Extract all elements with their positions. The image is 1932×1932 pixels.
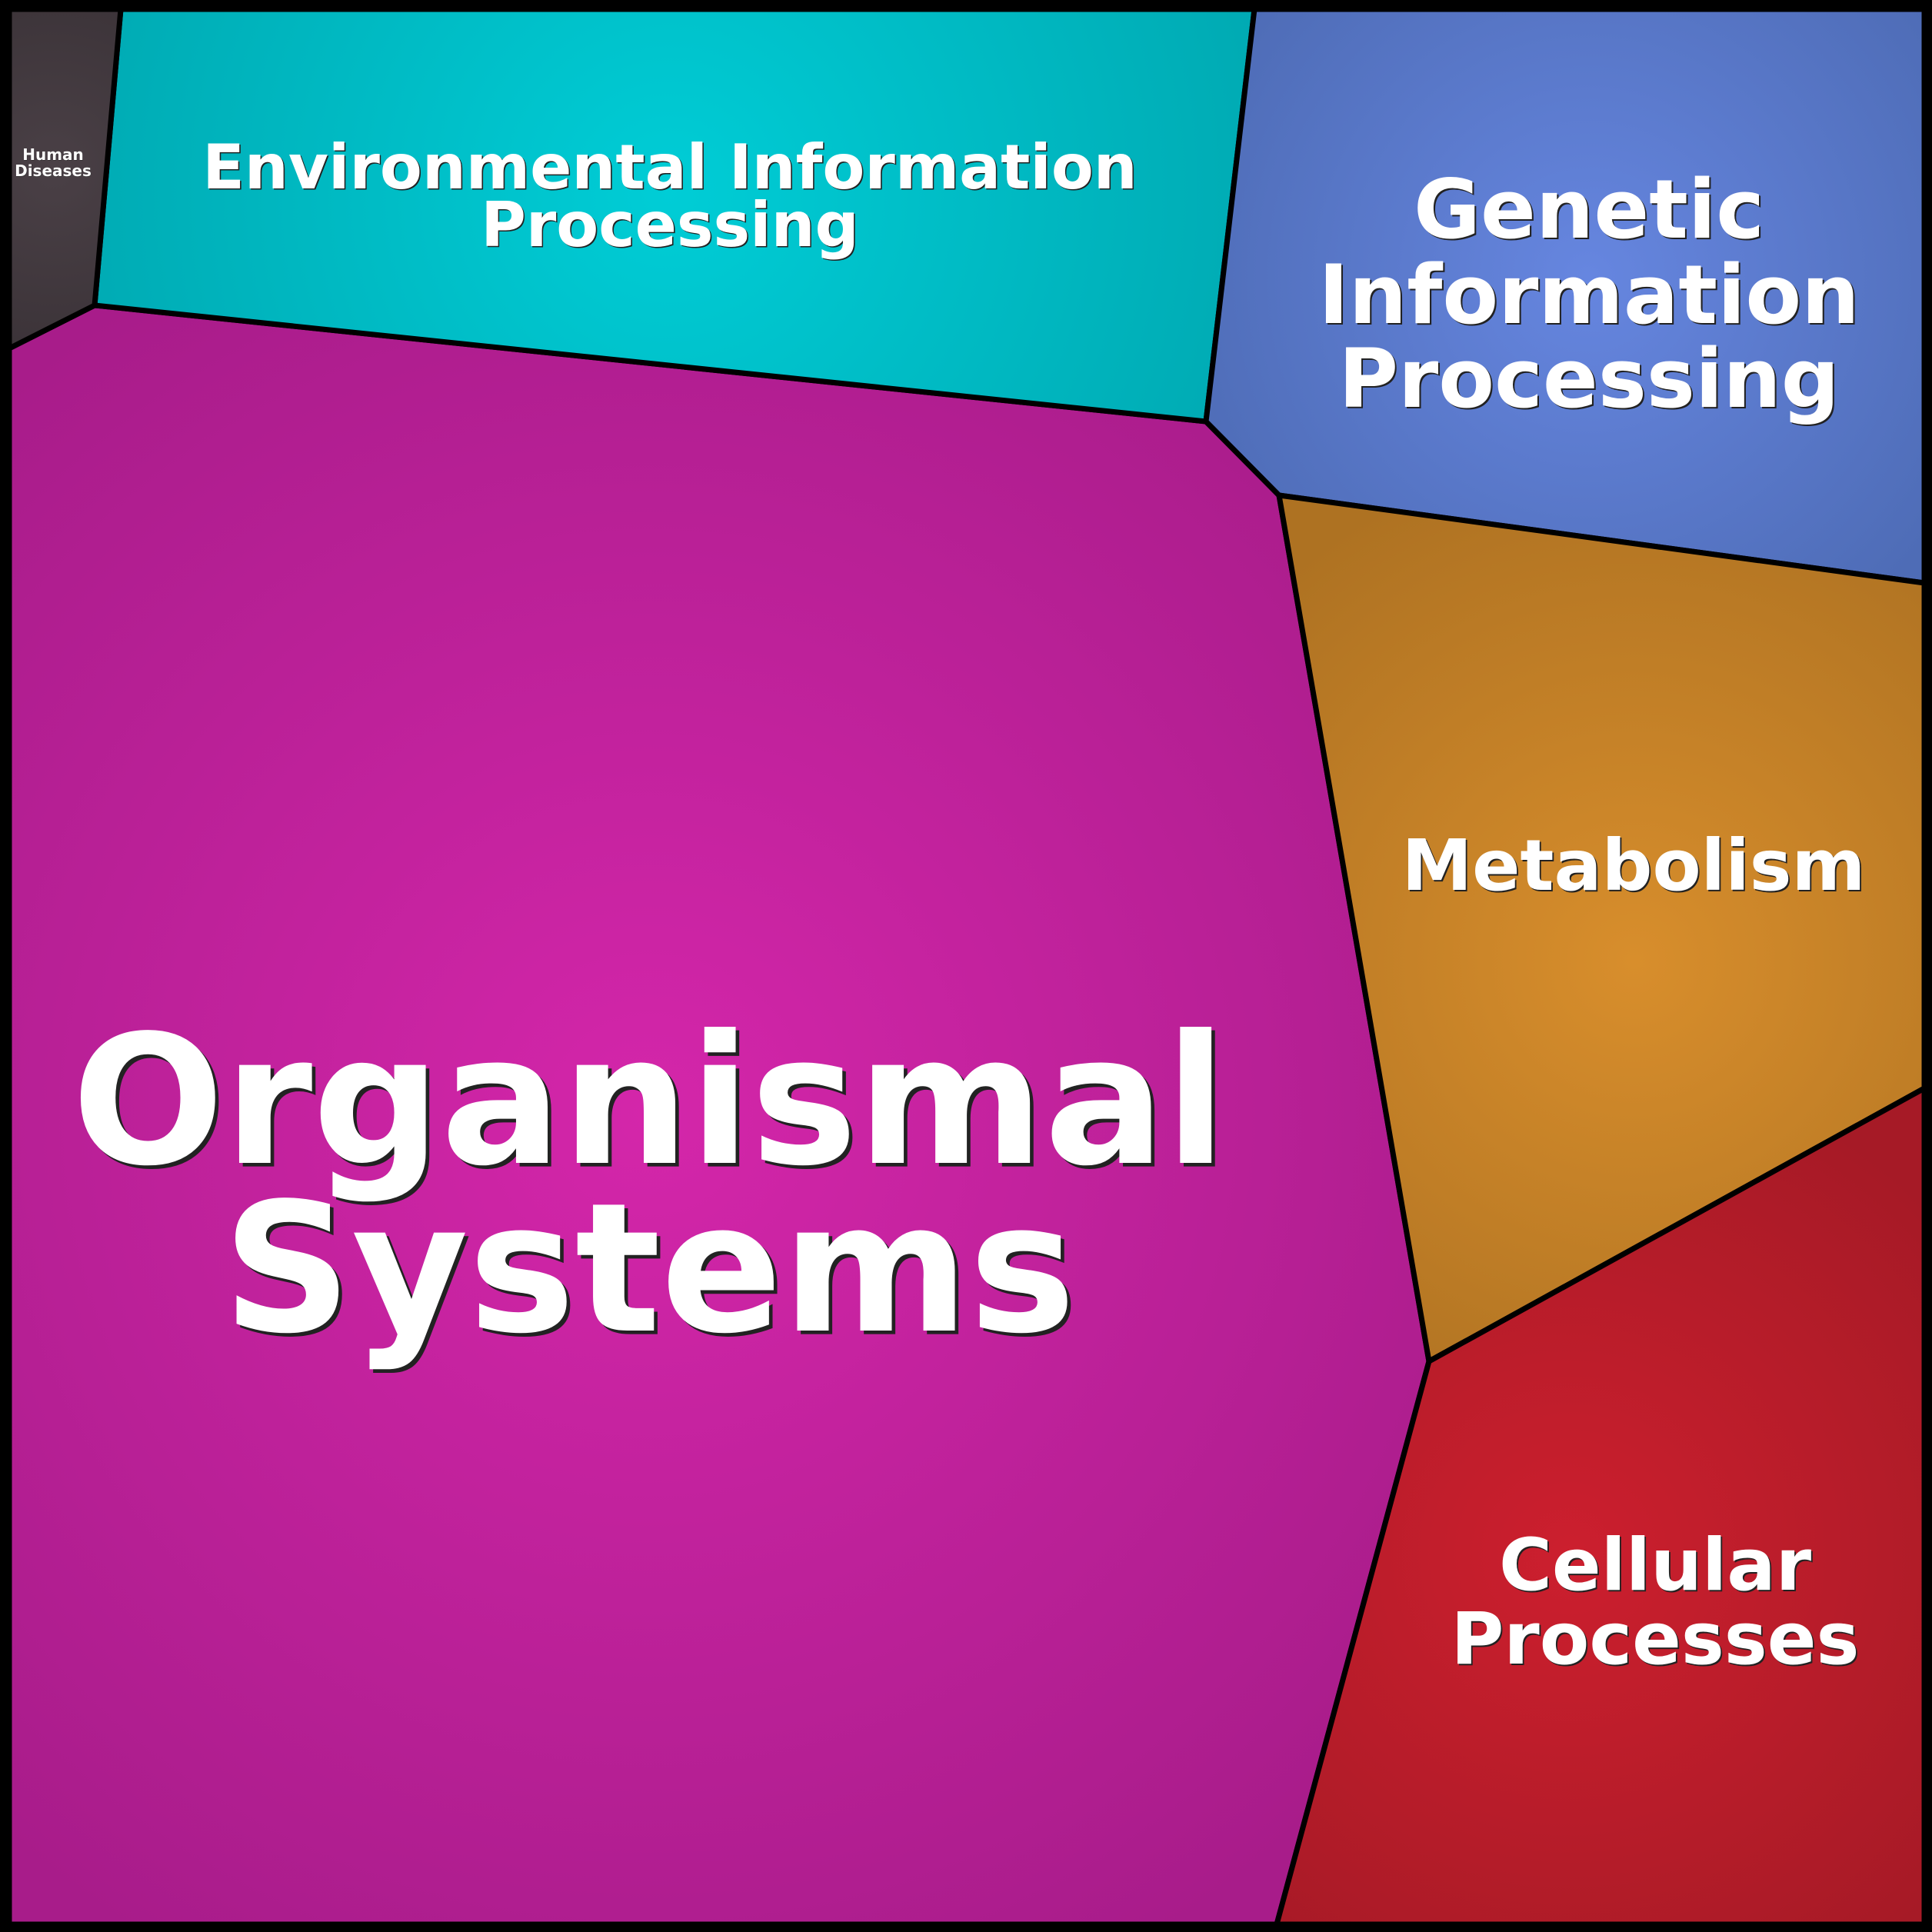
cell-label-shadow: Human	[23, 145, 85, 164]
cell-label-shadow: Organismal	[75, 1001, 1230, 1209]
cell-label-organismal: Systems	[222, 1164, 1075, 1373]
cell-label-metabolism: Metabolism	[1402, 824, 1866, 907]
cell-label-shadow: Genetic	[1415, 164, 1766, 258]
cell-label-organismal: Organismal	[72, 997, 1226, 1205]
cell-label-genetic: Information	[1318, 248, 1859, 342]
cell-label-shadow: Metabolism	[1403, 826, 1867, 908]
cell-label-shadow: Processing	[1340, 333, 1840, 428]
cell-label-shadow: Environmental Information	[204, 133, 1138, 205]
cell-label-cellular: Cellular	[1499, 1524, 1812, 1607]
cell-label-cellular: Processes	[1451, 1597, 1860, 1681]
cell-label-genetic: Processing	[1338, 331, 1839, 426]
cell-label-shadow: Systems	[226, 1168, 1079, 1377]
cell-label-human: Human	[22, 145, 84, 164]
cell-label-genetic: Genetic	[1414, 162, 1764, 257]
cell-label-human: Diseases	[15, 162, 92, 180]
cell-label-shadow: Information	[1320, 249, 1860, 344]
cell-label-shadow: Processes	[1452, 1599, 1860, 1683]
cell-label-environmental: Processing	[481, 189, 859, 261]
cell-label-shadow: Processing	[482, 191, 861, 262]
cell-label-shadow: Cellular	[1501, 1525, 1814, 1609]
cell-label-environmental: Environmental Information	[202, 132, 1137, 203]
cell-label-shadow: Diseases	[15, 162, 92, 180]
